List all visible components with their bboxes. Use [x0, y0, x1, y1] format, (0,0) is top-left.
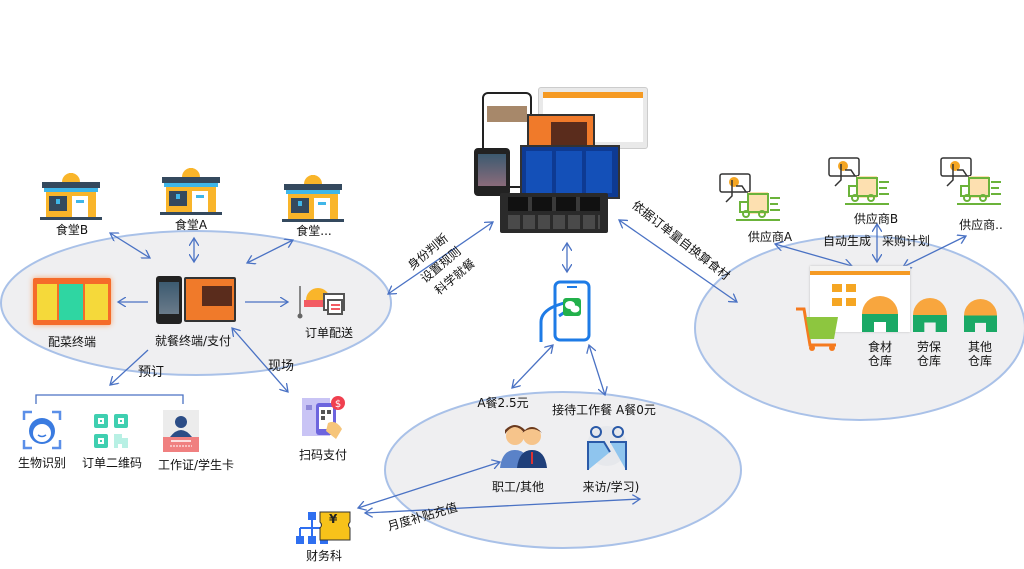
- supplier-more-label: 供应商..: [959, 218, 1003, 232]
- biometric-face-icon: [22, 410, 62, 450]
- canteen-b-label: 食堂B: [55, 223, 89, 237]
- warehouse-other-label-1: 其他: [967, 340, 993, 354]
- delivery-cart-icon: [297, 286, 345, 319]
- warehouse-labor-label-2: 仓库: [916, 354, 942, 368]
- shopping-cart-icon: [796, 307, 838, 351]
- face-terminal-device: [156, 276, 182, 324]
- arrow-mobile-visitor: [589, 345, 605, 395]
- canteen-more-label: 食堂...: [296, 224, 332, 238]
- payment-terminal-screen: [184, 277, 236, 322]
- warehouse-food-label-2: 仓库: [867, 354, 893, 368]
- work-card-icon: [163, 410, 199, 452]
- finance-label: 财务科: [305, 549, 343, 563]
- meal-staff-price: A餐2.5元: [477, 396, 529, 410]
- meal-reception-price: 接待工作餐 A餐0元: [552, 403, 656, 417]
- biometric-label: 生物识别: [17, 456, 67, 470]
- dashboard-screen: [520, 145, 620, 199]
- arrow-onsite: [232, 328, 288, 392]
- purchase-plan-label: 采购计划: [882, 234, 931, 248]
- order-qr-label: 订单二维码: [81, 456, 143, 470]
- finance-icon: [296, 511, 351, 544]
- canteen-more-icon: [282, 175, 344, 222]
- warehouse-labor-label-1: 劳保: [916, 340, 942, 354]
- arrow-preorder: [110, 349, 149, 385]
- visitor-handshake-icon: [587, 426, 627, 470]
- finance-yen-symbol: ¥: [329, 512, 338, 526]
- supplier-a-label: 供应商A: [747, 230, 793, 244]
- warehouse-food-label-1: 食材: [867, 340, 893, 354]
- wechat-mobile-icon: [539, 280, 591, 342]
- arrow-server-warehouse: [619, 220, 737, 302]
- arrow-finance-staff: [358, 462, 500, 508]
- warehouse-labor-icon: [913, 298, 947, 332]
- arrow-supplierA-wh: [775, 244, 852, 266]
- dish-terminal-screen: [33, 278, 111, 325]
- dish-terminal-label: 配菜终端: [47, 335, 97, 349]
- arrow-canteenMore-terminal: [247, 240, 293, 263]
- warehouse-other-label-2: 仓库: [967, 354, 993, 368]
- order-delivery-label: 订单配送: [304, 326, 354, 340]
- preorder-label: 预订: [138, 365, 165, 380]
- arrow-finance-visitor: [365, 499, 640, 513]
- warehouse-other-icon: [964, 299, 997, 332]
- supplier-a-icon: [719, 173, 780, 221]
- supplier-more-icon: [940, 157, 1001, 205]
- canteen-a-label: 食堂A: [174, 218, 208, 232]
- arrow-mobile-staff: [512, 345, 553, 388]
- face-recognition-device: [474, 148, 510, 196]
- canteen-a-icon: [160, 168, 222, 215]
- canteen-b-icon: [40, 173, 102, 220]
- auto-generate-label: 自动生成: [823, 234, 872, 248]
- dining-terminal-label: 就餐终端/支付: [154, 334, 232, 348]
- supplier-b-label: 供应商B: [853, 212, 899, 226]
- supplier-b-icon: [828, 157, 889, 205]
- arrow-canteenB-terminal: [110, 233, 150, 258]
- work-card-label: 工作证/学生卡: [157, 458, 235, 472]
- scan-pay-label: 扫码支付: [298, 448, 348, 462]
- arrow-supplierMore-wh: [903, 236, 966, 267]
- onsite-label: 现场: [268, 359, 295, 374]
- staff-label: 职工/其他: [491, 480, 545, 494]
- visitor-label: 来访/学习): [582, 480, 640, 494]
- bracket-identify: [35, 394, 184, 404]
- arrow-server-canteen: [388, 222, 493, 294]
- order-qr-icon: [94, 414, 128, 448]
- scan-pay-icon: $: [302, 396, 345, 439]
- svg-text:$: $: [335, 399, 341, 410]
- warehouse-food-icon: [862, 296, 898, 332]
- server-rack: [500, 193, 608, 233]
- staff-people-icon: [500, 425, 547, 468]
